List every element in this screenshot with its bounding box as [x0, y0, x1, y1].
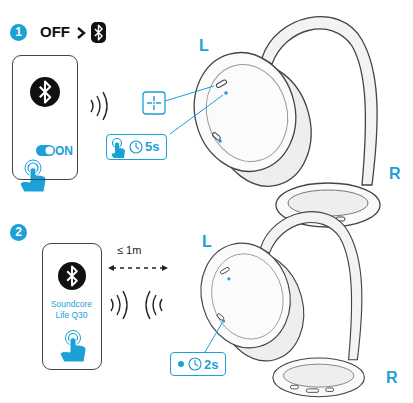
hold-time-box: 5s	[106, 134, 167, 160]
step-number: 2	[10, 224, 27, 241]
phone-screen: Soundcore Life Q30	[42, 243, 102, 370]
node-text: Soundcore Life Q30	[46, 299, 97, 321]
step-number: 1	[10, 24, 27, 41]
side-label: L	[199, 36, 209, 55]
phone-screen: ON	[12, 55, 78, 180]
side-label: R	[389, 164, 401, 183]
node-text: 2	[10, 224, 27, 241]
node-text: 5s	[145, 139, 159, 155]
distance-label: ≤ 1m	[117, 244, 141, 257]
node-text: ON	[55, 144, 73, 159]
hold-time-box: 2s	[170, 352, 226, 376]
side-label: L	[202, 232, 212, 251]
power-state: OFF	[40, 23, 70, 41]
side-label: R	[386, 368, 398, 387]
node-text: 1	[10, 24, 27, 41]
node-text: 2s	[204, 357, 218, 373]
